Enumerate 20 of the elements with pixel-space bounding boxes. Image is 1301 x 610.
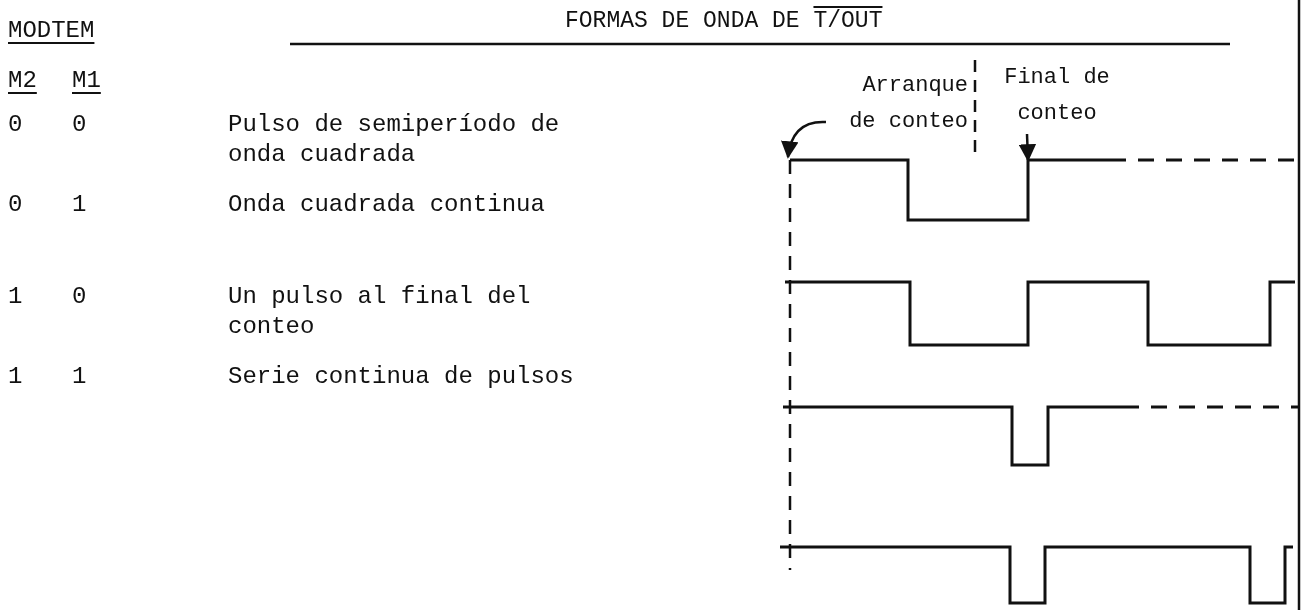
mode-bit: 1 xyxy=(8,282,23,312)
mode-bit: 1 xyxy=(72,190,87,220)
mode-bit: 1 xyxy=(72,362,87,392)
mode-description: Un pulso al final del conteo xyxy=(228,282,532,342)
mode-bit: 0 xyxy=(8,110,23,140)
title: FORMAS DE ONDA DE T/OUT xyxy=(565,7,883,36)
mode-description: Pulso de semiperíodo de onda cuadrada xyxy=(228,110,561,170)
mode-bit: 0 xyxy=(8,190,23,220)
mode-description: Serie continua de pulsos xyxy=(228,362,574,392)
mode-bit: 1 xyxy=(8,362,23,392)
column-heading: M2 xyxy=(8,66,37,96)
mode-bit: 0 xyxy=(72,110,87,140)
annotation-arrow xyxy=(781,120,826,159)
column-heading: M1 xyxy=(72,66,101,96)
annotation-text: Final de conteo xyxy=(982,60,1132,132)
annotation-text: Arranque de conteo xyxy=(828,68,968,140)
heading: MODTEM xyxy=(8,16,95,46)
mode-description: Onda cuadrada continua xyxy=(228,190,545,220)
mode-bit: 0 xyxy=(72,282,87,312)
annotation-arrow xyxy=(1018,133,1037,162)
